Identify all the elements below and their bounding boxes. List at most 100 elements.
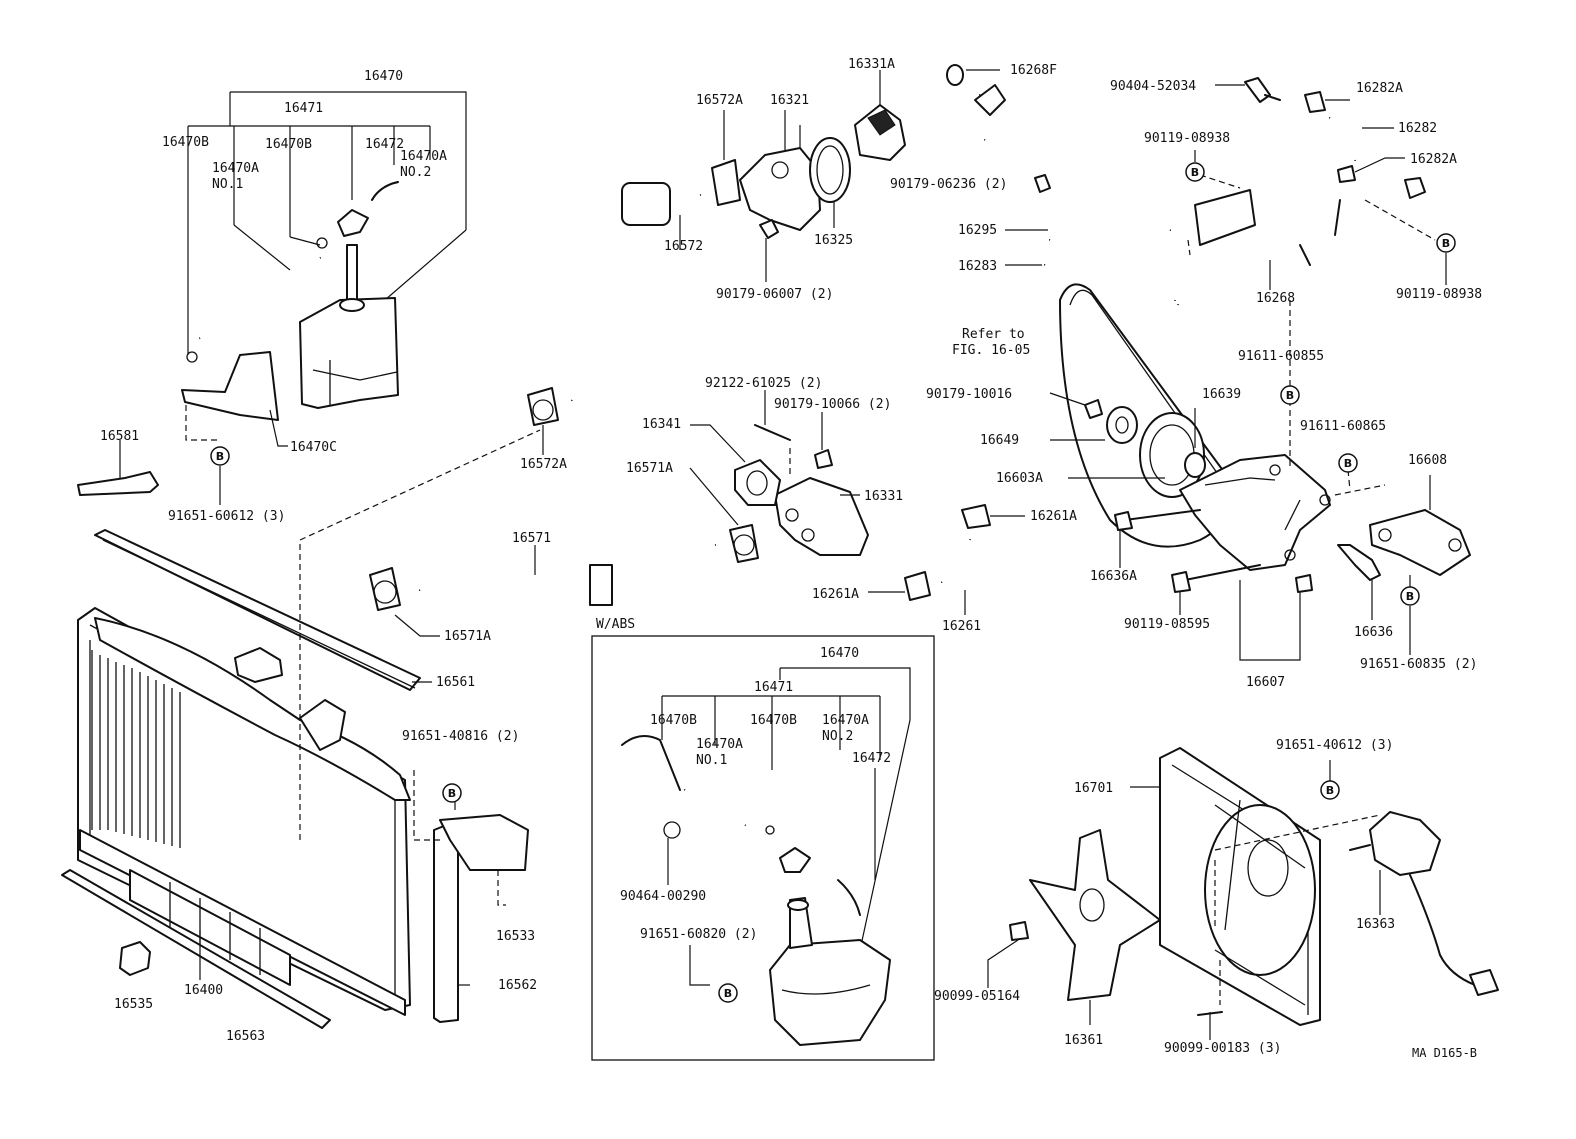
label-16282: 16282 bbox=[1398, 121, 1437, 136]
label-16295: 16295 bbox=[958, 223, 997, 238]
badge-b-1: B bbox=[210, 446, 230, 466]
label-16470b: 16470B bbox=[650, 713, 697, 728]
badge-b-9: B bbox=[1320, 780, 1340, 800]
label-16608: 16608 bbox=[1408, 453, 1447, 468]
label-16470b: 16470B bbox=[750, 713, 797, 728]
label-16325: 16325 bbox=[814, 233, 853, 248]
lower-hose-group bbox=[369, 390, 869, 637]
fan-motor bbox=[1369, 811, 1441, 876]
clip-16581 bbox=[77, 471, 159, 496]
label-91651-40816: 91651-40816 (2) bbox=[402, 729, 519, 744]
label-wabs: W/ABS bbox=[596, 617, 635, 632]
label-16470a: 16470A bbox=[400, 149, 447, 164]
label-90464-00290: 90464-00290 bbox=[620, 889, 706, 904]
pump-body bbox=[1179, 454, 1331, 571]
svg-text:B: B bbox=[1344, 457, 1352, 470]
label-16581: 16581 bbox=[100, 429, 139, 444]
reservoir-tank bbox=[299, 297, 399, 409]
label-16472: 16472 bbox=[852, 751, 891, 766]
label-90119-08938: 90119-08938 bbox=[1396, 287, 1482, 302]
label-16261a: 16261A bbox=[812, 587, 859, 602]
label-92122-61025: 92122-61025 (2) bbox=[705, 376, 822, 391]
grommet-16535 bbox=[119, 941, 151, 976]
label-90099-05164: 90099-05164 bbox=[934, 989, 1020, 1004]
water-outlet bbox=[739, 147, 821, 231]
seal-16561 bbox=[94, 529, 421, 691]
water-pipe-group bbox=[946, 64, 1436, 326]
label-16400: 16400 bbox=[184, 983, 223, 998]
gasket-16341 bbox=[734, 459, 781, 506]
svg-text:B: B bbox=[724, 987, 732, 1000]
label-90179-10016: 90179-10016 bbox=[926, 387, 1012, 402]
bracket-16533 bbox=[439, 814, 529, 871]
label-16268: 16268 bbox=[1256, 291, 1295, 306]
gasket-16325 bbox=[809, 137, 851, 203]
label-16636a: 16636A bbox=[1090, 569, 1137, 584]
radiator-fins bbox=[91, 650, 181, 848]
label-16572a: 16572A bbox=[696, 93, 743, 108]
badge-b-8: B bbox=[718, 983, 738, 1003]
label-91651-60835: 91651-60835 (2) bbox=[1360, 657, 1477, 672]
svg-text:B: B bbox=[1191, 166, 1199, 179]
label-16636: 16636 bbox=[1354, 625, 1393, 640]
label-16470b: 16470B bbox=[265, 137, 312, 152]
svg-text:B: B bbox=[1442, 237, 1450, 250]
upper-hose-group bbox=[527, 70, 906, 426]
badge-b-4: B bbox=[1436, 233, 1456, 253]
seal-16562 bbox=[433, 825, 459, 1023]
label-16283: 16283 bbox=[958, 259, 997, 274]
label-16701: 16701 bbox=[1074, 781, 1113, 796]
label-16561: 16561 bbox=[436, 675, 475, 690]
label-16470a: 16470A bbox=[696, 737, 743, 752]
fan-assembly bbox=[987, 747, 1499, 1040]
water-inlet bbox=[774, 477, 869, 556]
label-90119-08938: 90119-08938 bbox=[1144, 131, 1230, 146]
label-16571: 16571 bbox=[512, 531, 551, 546]
label-16607: 16607 bbox=[1246, 675, 1285, 690]
label-91651-60612: 91651-60612 (3) bbox=[168, 509, 285, 524]
reservoir-cap bbox=[337, 209, 369, 237]
svg-text:B: B bbox=[1286, 389, 1294, 402]
badge-b-3: B bbox=[1185, 162, 1205, 182]
label-16363: 16363 bbox=[1356, 917, 1395, 932]
reservoir-assembly bbox=[181, 91, 467, 447]
label-16261a: 16261A bbox=[1030, 509, 1077, 524]
badge-b-6: B bbox=[1338, 453, 1358, 473]
label-91651-60820: 91651-60820 (2) bbox=[640, 927, 757, 942]
label-90179-06236: 90179-06236 (2) bbox=[890, 177, 1007, 192]
label-no2: NO.2 bbox=[822, 729, 853, 744]
water-pump-group bbox=[868, 239, 1471, 661]
label-no1: NO.1 bbox=[212, 177, 243, 192]
label-90404-52034: 90404-52034 bbox=[1110, 79, 1196, 94]
label-16470a: 16470A bbox=[212, 161, 259, 176]
label-16321: 16321 bbox=[770, 93, 809, 108]
label-16470c: 16470C bbox=[290, 440, 337, 455]
drive-belt bbox=[1059, 283, 1233, 548]
label-16533: 16533 bbox=[496, 929, 535, 944]
label-91611-60865: 91611-60865 bbox=[1300, 419, 1386, 434]
label-91651-40612: 91651-40612 (3) bbox=[1276, 738, 1393, 753]
label-16282a: 16282A bbox=[1410, 152, 1457, 167]
label-16535: 16535 bbox=[114, 997, 153, 1012]
bracket-16608 bbox=[1369, 509, 1471, 576]
seal-16563 bbox=[61, 869, 331, 1029]
label-16563: 16563 bbox=[226, 1029, 265, 1044]
label-16470b: 16470B bbox=[162, 135, 209, 150]
label-16341: 16341 bbox=[642, 417, 681, 432]
label-16572a: 16572A bbox=[520, 457, 567, 472]
badge-b-7: B bbox=[1400, 586, 1420, 606]
fan-blade bbox=[1029, 829, 1161, 1001]
label-16361: 16361 bbox=[1064, 1033, 1103, 1048]
badge-b-5: B bbox=[1280, 385, 1300, 405]
label-ref-code: MA D165-B bbox=[1412, 1046, 1477, 1060]
svg-text:B: B bbox=[1326, 784, 1334, 797]
label-no1: NO.1 bbox=[696, 753, 727, 768]
label-16471: 16471 bbox=[754, 680, 793, 695]
label-16562: 16562 bbox=[498, 978, 537, 993]
radiator-group bbox=[61, 429, 541, 1029]
label-16471: 16471 bbox=[284, 101, 323, 116]
svg-text:B: B bbox=[216, 450, 224, 463]
label-16639: 16639 bbox=[1202, 387, 1241, 402]
